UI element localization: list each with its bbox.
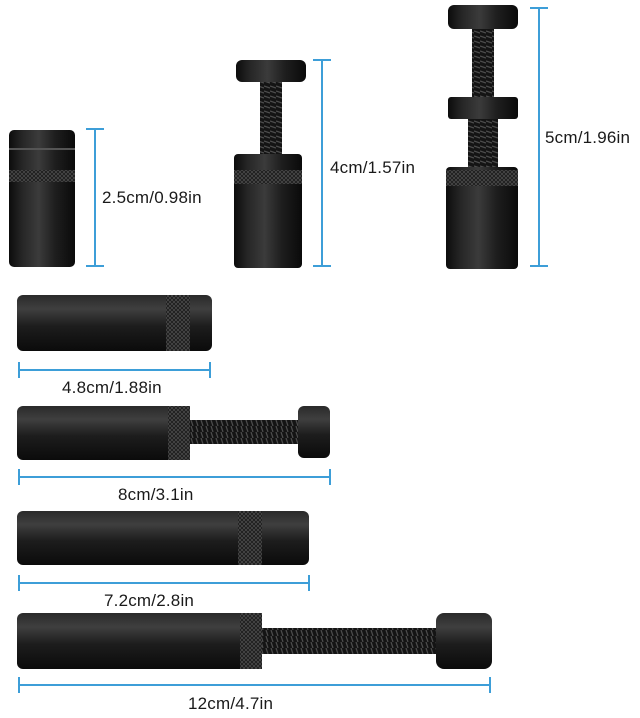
- bar1-size-label: 4.8cm/1.88in: [62, 378, 162, 397]
- bar2-standoff: [17, 406, 330, 460]
- bar4-standoff: [17, 613, 492, 669]
- bar4-dimension-line: [18, 677, 491, 693]
- tall-bolt-size-label: 5cm/1.96in: [545, 128, 631, 147]
- mid-bolt-standoff: [234, 60, 306, 268]
- tall-bolt-standoff: [446, 5, 518, 269]
- bar3-standoff: [17, 511, 309, 565]
- bar1-standoff: [17, 295, 212, 351]
- bar2-dimension-line: [18, 469, 331, 485]
- mid-bolt-dimension-line: [313, 59, 331, 267]
- short-cap-size-label: 2.5cm/0.98in: [102, 188, 202, 207]
- short-cap-dimension-line: [86, 128, 104, 267]
- mid-bolt-size-label: 4cm/1.57in: [330, 158, 416, 177]
- bar4-size-label: 12cm/4.7in: [188, 694, 274, 713]
- bar3-size-label: 7.2cm/2.8in: [104, 591, 195, 610]
- bar1-dimension-line: [18, 362, 211, 378]
- bar2-size-label: 8cm/3.1in: [118, 485, 194, 504]
- tall-bolt-dimension-line: [530, 7, 548, 267]
- short-cap-standoff: [9, 130, 75, 267]
- bar3-dimension-line: [18, 575, 310, 591]
